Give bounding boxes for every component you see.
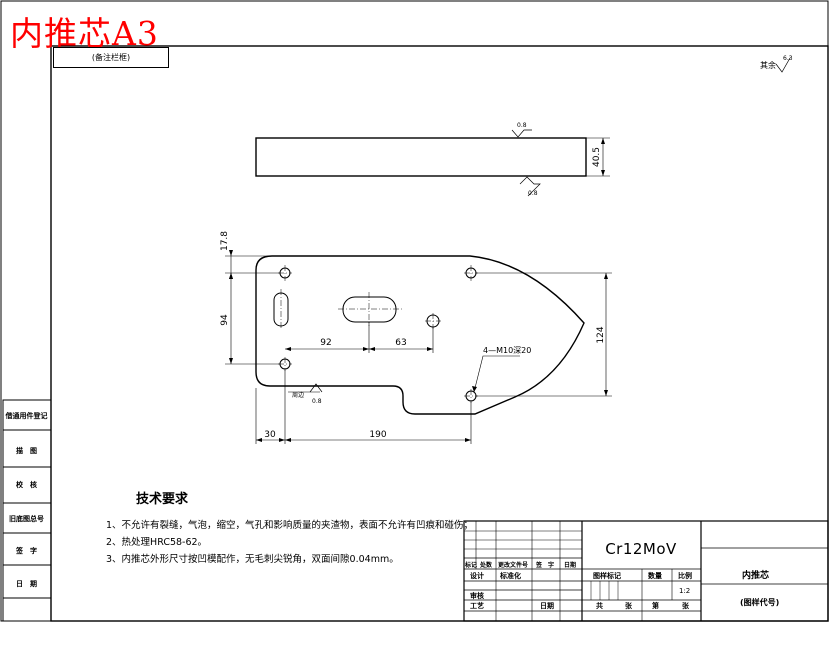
inner-border	[50, 45, 829, 622]
material-name: Cr12MoV	[605, 540, 677, 558]
top-view: 40.5 0.8 0.8	[255, 122, 610, 197]
roughness-top-value: 0.8	[517, 122, 527, 129]
part-name: 内推芯	[742, 571, 770, 581]
tb-stage: 图样标记	[593, 572, 621, 580]
tech-req-item-2: 2、热处理HRC58-62。	[106, 537, 208, 548]
tb-mark: 标记	[465, 562, 478, 569]
side-cell-date: 日 期	[16, 580, 37, 588]
side-cell-trace: 描 图	[16, 447, 37, 455]
tech-req-item-3: 3、内推芯外形尺寸按凹模配作，无毛刺尖锐角，双面间隙0.04mm。	[106, 554, 399, 565]
tb-page-unit: 张	[682, 602, 689, 610]
dim-94: 94	[220, 314, 230, 326]
tb-total: 共	[596, 602, 603, 610]
finish-value: 6.3	[783, 55, 793, 62]
dimension-labels: 17.8 94 92 63 124 30 190 4—M10深20 周边 0.8	[220, 231, 606, 440]
front-view	[225, 250, 612, 444]
tb-change-doc: 更改文件号	[498, 562, 529, 569]
title-block	[463, 520, 829, 622]
roughness-top-icon	[511, 129, 532, 138]
tb-scale-value: 1:2	[679, 587, 691, 595]
dim-30: 30	[264, 430, 276, 440]
dim-190: 190	[369, 430, 386, 440]
dim-124: 124	[596, 326, 606, 343]
thread-callout: 4—M10深20	[483, 346, 531, 355]
drawing-title: 内推芯A3	[10, 14, 159, 53]
tb-process: 工艺	[470, 602, 484, 610]
roughness-bottom-value: 0.8	[528, 190, 538, 197]
tb-count: 处数	[480, 562, 493, 569]
tb-weight: 数量	[648, 572, 662, 580]
dim-thickness: 40.5	[592, 147, 602, 167]
tb-review: 审核	[470, 592, 484, 600]
side-cell-check: 校 核	[16, 481, 37, 489]
roughness-side-label: 周边	[292, 391, 304, 399]
tb-sheet: 张	[625, 602, 632, 610]
dim-17-8: 17.8	[220, 231, 230, 251]
dim-63: 63	[395, 338, 406, 348]
tb-date: 日期	[564, 562, 577, 569]
roughness-side-value: 0.8	[312, 398, 322, 405]
roughness-side-icon	[309, 383, 323, 393]
side-column	[2, 399, 52, 622]
tech-req-title: 技术要求	[136, 492, 189, 507]
tb-page: 第	[652, 602, 659, 610]
dim-92: 92	[320, 338, 331, 348]
part-code: (图样代号)	[740, 598, 780, 607]
tb-designer: 设计	[470, 572, 484, 580]
finish-icon	[775, 57, 791, 73]
roughness-bottom-icon	[519, 176, 541, 197]
tb-standardize: 标准化	[500, 572, 521, 580]
side-cell-old-number: 旧底图总号	[9, 515, 44, 523]
tb-process-date: 日期	[540, 602, 554, 610]
stamp-box: (备注栏框)	[53, 47, 169, 68]
tb-sign: 签 字	[536, 562, 555, 569]
side-cell-sign: 签 字	[16, 547, 37, 555]
side-cell-register: 借通用件登记	[5, 412, 48, 420]
tech-req-item-1: 1、不允许有裂缝，气泡，缩空，气孔和影响质量的夹渣物，表面不允许有凹痕和碰伤；	[106, 520, 474, 531]
surface-finish-label: 其余	[760, 61, 776, 70]
tb-scale: 比例	[678, 572, 692, 580]
